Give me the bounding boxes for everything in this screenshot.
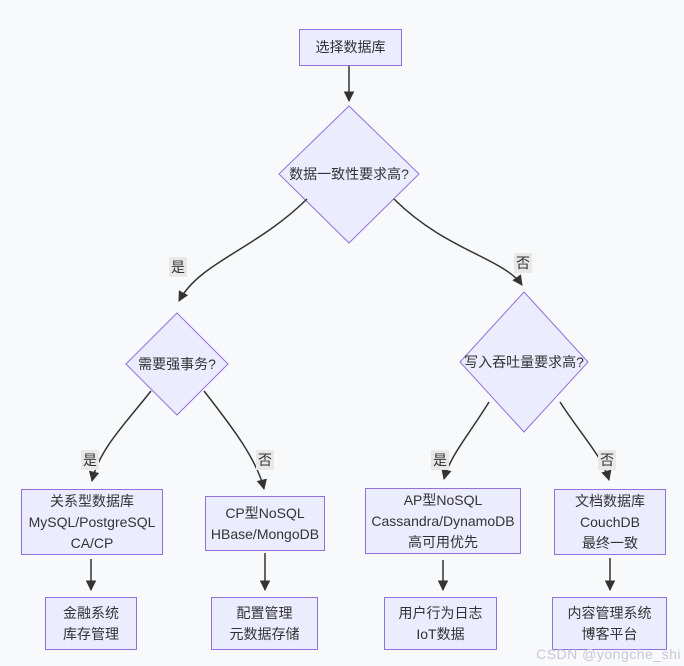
node-cp-nosql: CP型NoSQL HBase/MongoDB <box>205 496 325 551</box>
edge-label-no-3: 否 <box>598 450 616 470</box>
node-line: Cassandra/DynamoDB <box>371 512 515 529</box>
node-line: IoT数据 <box>416 625 465 642</box>
node-doc-db: 文档数据库 CouchDB 最终一致 <box>554 489 666 555</box>
node-line: 配置管理 <box>236 604 293 621</box>
node-line: HBase/MongoDB <box>210 525 320 542</box>
watermark: CSDN @yongche_shi <box>536 646 681 662</box>
edge-label-no-2: 否 <box>256 450 274 470</box>
node-relational-db: 关系型数据库 MySQL/PostgreSQL CA/CP <box>21 489 163 555</box>
node-line: 金融系统 <box>63 604 119 621</box>
node-user-logs: 用户行为日志 IoT数据 <box>384 597 497 650</box>
node-line: CP型NoSQL <box>225 504 305 521</box>
decision-throughput-shape <box>459 291 589 433</box>
node-start-label: 选择数据库 <box>315 39 386 55</box>
edge-consistency-no <box>393 198 523 286</box>
edge-label-yes-1: 是 <box>169 257 187 277</box>
node-config: 配置管理 元数据存储 <box>211 597 318 650</box>
edge-label-no-1: 否 <box>514 253 532 273</box>
node-line: 用户行为日志 <box>398 604 483 621</box>
node-line: 库存管理 <box>63 625 119 642</box>
node-line: 文档数据库 <box>575 492 645 509</box>
node-line: 最终一致 <box>582 534 638 551</box>
edge-label-yes-3: 是 <box>431 450 449 470</box>
node-line: CA/CP <box>70 534 114 551</box>
node-line: 高可用优先 <box>408 533 478 550</box>
decision-transaction-shape <box>125 312 229 416</box>
node-start: 选择数据库 <box>299 29 402 66</box>
edge-label-yes-2: 是 <box>81 450 99 470</box>
node-line: 内容管理系统 <box>567 604 652 621</box>
decision-consistency-shape <box>278 105 420 244</box>
node-cms: 内容管理系统 博客平台 <box>552 597 667 650</box>
node-ap-nosql: AP型NoSQL Cassandra/DynamoDB 高可用优先 <box>365 488 521 554</box>
edge-consistency-yes <box>178 198 308 302</box>
edge-throughput-no <box>559 401 612 482</box>
node-line: 博客平台 <box>581 625 638 642</box>
edge-transaction-no <box>203 390 267 491</box>
node-line: AP型NoSQL <box>403 491 483 508</box>
edge-throughput-yes <box>441 401 490 481</box>
node-line: 关系型数据库 <box>50 492 134 509</box>
node-line: CouchDB <box>580 513 640 530</box>
node-finance: 金融系统 库存管理 <box>45 597 137 650</box>
node-line: MySQL/PostgreSQL <box>28 513 156 530</box>
edge-transaction-yes <box>88 390 152 483</box>
node-line: 元数据存储 <box>229 625 300 642</box>
